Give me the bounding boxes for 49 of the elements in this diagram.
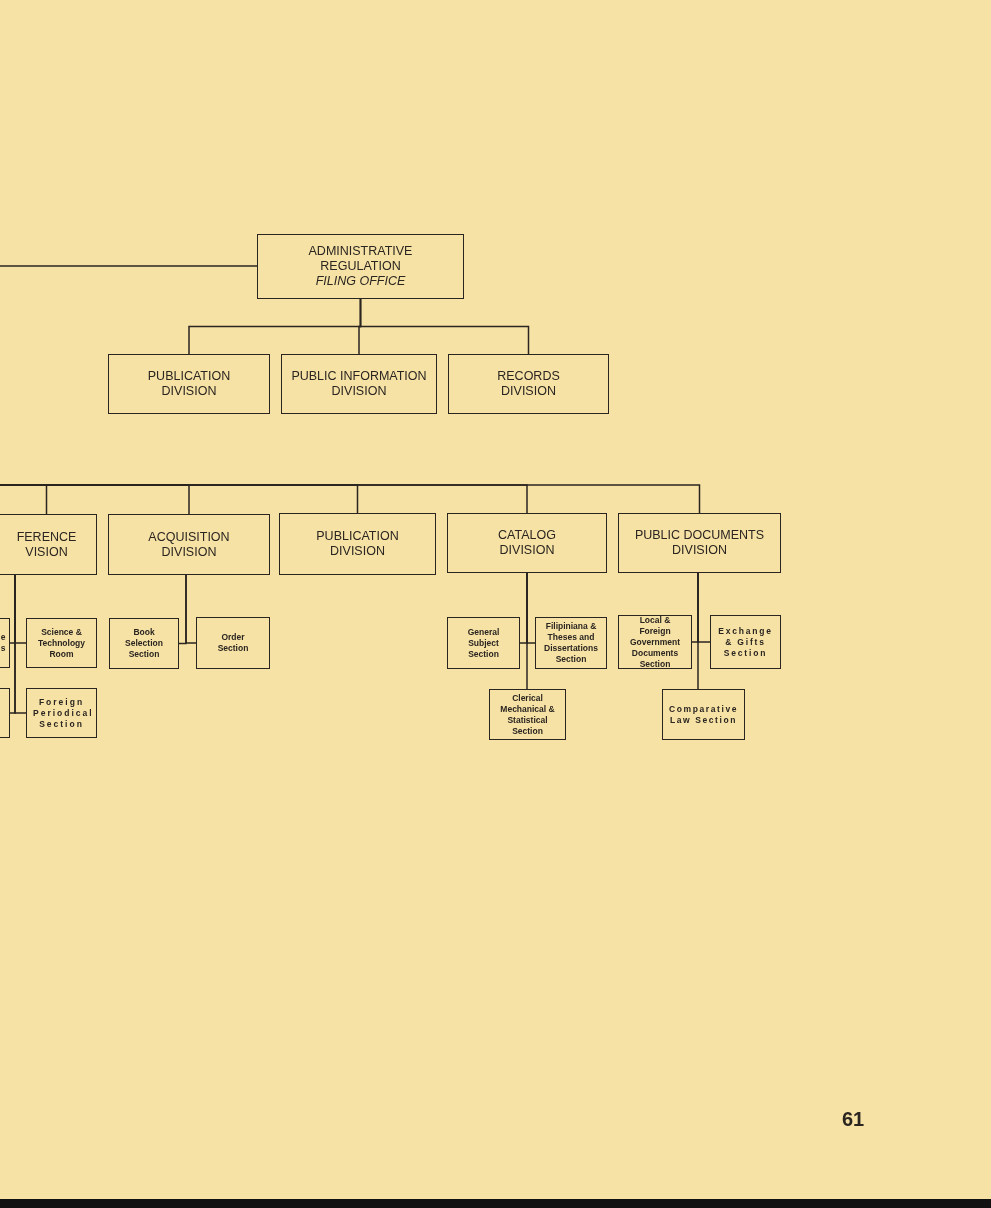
unit-name: Filipiniana & Theses and Dissertations Section bbox=[543, 621, 599, 665]
unit-name: ADMINISTRATIVE REGULATION FILING OFFICE bbox=[307, 244, 414, 289]
connector-line bbox=[526, 572, 528, 690]
division-box bbox=[108, 514, 270, 575]
section-box bbox=[535, 617, 607, 669]
section-box bbox=[710, 615, 781, 669]
unit-name: PUBLIC DOCUMENTS DIVISION bbox=[633, 528, 766, 558]
connector-line bbox=[0, 265, 258, 267]
section-box bbox=[26, 688, 97, 738]
unit-name: ACQUISITION DIVISION bbox=[147, 529, 231, 560]
unit-name: e s bbox=[0, 632, 7, 654]
connector-line bbox=[697, 572, 699, 690]
unit-name: Exchange & Gifts Section bbox=[717, 625, 774, 659]
unit-name: CATALOG DIVISION bbox=[497, 528, 557, 558]
connector-line bbox=[14, 574, 27, 714]
unit-name: RECORDS DIVISION bbox=[496, 369, 561, 399]
unit-name: Clerical Mechanical & Statistical Section bbox=[499, 692, 556, 737]
section-box bbox=[196, 617, 270, 669]
unit-name: Order Section bbox=[216, 632, 250, 654]
section-box bbox=[0, 688, 10, 738]
section-box bbox=[489, 689, 566, 740]
unit-name: Local & Foreign Government Documents Section bbox=[628, 614, 682, 670]
connector-line bbox=[185, 574, 197, 644]
connector-line bbox=[359, 298, 530, 355]
unit-name: Foreign Periodical Section bbox=[33, 696, 90, 730]
section-box bbox=[662, 689, 745, 740]
unit-name: FERENCE VISION bbox=[15, 529, 78, 560]
section-box bbox=[618, 615, 692, 669]
unit-name: PUBLICATION DIVISION bbox=[315, 529, 400, 559]
section-box bbox=[26, 618, 97, 668]
division-box bbox=[108, 354, 270, 414]
division-box bbox=[0, 514, 97, 575]
unit-name: PUBLIC INFORMATION DIVISION bbox=[290, 369, 428, 399]
division-box bbox=[279, 513, 436, 575]
unit-name: Science & Technology Room bbox=[36, 626, 87, 660]
division-box bbox=[448, 354, 609, 414]
unit-name: Book Selection Section bbox=[124, 627, 164, 660]
unit-name: Comparative Law Section bbox=[667, 703, 740, 726]
division-box bbox=[257, 234, 464, 299]
division-box bbox=[447, 513, 607, 573]
section-box bbox=[109, 618, 179, 669]
unit-name: PUBLICATION DIVISION bbox=[146, 369, 232, 399]
section-box bbox=[447, 617, 520, 669]
section-box bbox=[0, 618, 10, 668]
page-number: 61 bbox=[842, 1108, 865, 1131]
division-box bbox=[618, 513, 781, 573]
division-box bbox=[281, 354, 437, 414]
unit-name: General Subject Section bbox=[466, 626, 501, 660]
connector-line bbox=[0, 484, 701, 514]
